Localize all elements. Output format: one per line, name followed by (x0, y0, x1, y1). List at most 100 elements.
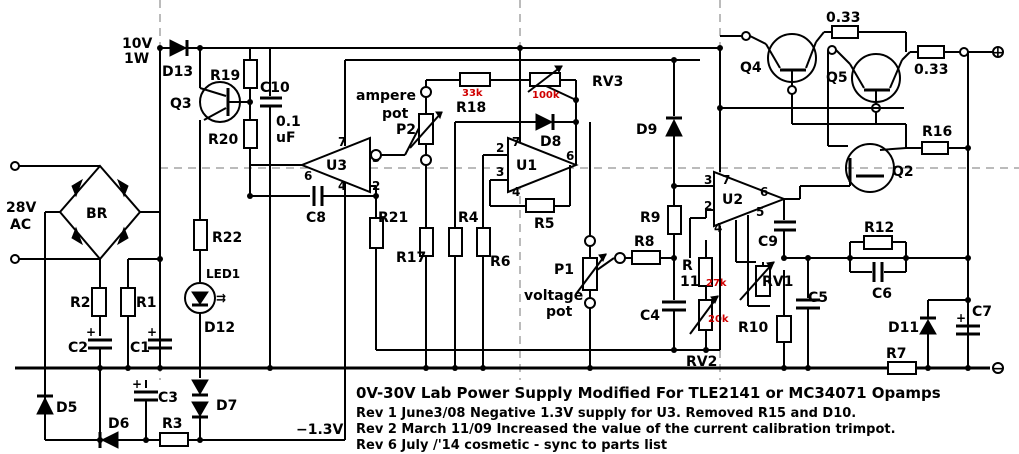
zener-power-label: 1W (124, 51, 149, 67)
u3-label: U3 (326, 158, 347, 174)
resistor-r5[interactable]: R5 (525, 198, 555, 232)
driver-network: R16 (717, 45, 968, 155)
r6-label: R6 (490, 254, 511, 270)
c3-label: C3 (158, 390, 178, 406)
ac-in-label-1: 28V (6, 200, 36, 216)
r11-value: 27k (706, 278, 727, 289)
ac-input: 28V AC (6, 161, 100, 264)
voltage-pot-p1[interactable]: P1 voltage pot (524, 122, 632, 368)
voltage-pot-label-2: pot (546, 304, 573, 320)
transistor-q5[interactable]: Q5 (826, 45, 918, 113)
r3-label: R3 (162, 416, 183, 432)
zener-d13: 10V 1W D13 (122, 36, 203, 80)
transistor-q4[interactable]: Q4 (740, 31, 832, 95)
d5-label: D5 (56, 400, 77, 416)
resistor-r8[interactable]: R8 (631, 234, 674, 265)
ac-terminal-bottom[interactable] (10, 254, 20, 264)
u2-label: U2 (722, 192, 743, 208)
u2-pin-7: 7 (722, 173, 730, 187)
notes-block: 0V-30V Lab Power Supply Modified For TLE… (356, 384, 941, 453)
bridge-diode-icon (71, 178, 83, 198)
resistor-r17[interactable]: R17 (396, 227, 434, 368)
c10-label: C10 (260, 80, 290, 96)
resistor-r2[interactable] (91, 287, 107, 317)
capacitor-c5[interactable]: C5 (796, 258, 828, 368)
opamp-u3[interactable]: U3 7 6 3 2 4 (249, 59, 700, 218)
resistor-r7[interactable]: R7 (886, 346, 917, 375)
resistor-r1[interactable] (120, 287, 136, 317)
resistor-r11[interactable]: R 11 27k (674, 185, 727, 290)
resistor-r9[interactable]: R9 (640, 205, 682, 300)
r8-label: R8 (634, 234, 655, 250)
resistor-r10[interactable]: R10 (738, 270, 792, 368)
neg-supply-label: −1.3V (296, 422, 344, 438)
svg-text:+: + (147, 325, 157, 339)
resistor-r6[interactable]: R6 (476, 227, 511, 368)
p2-label: P2 (396, 122, 416, 138)
resistor-0p33-a[interactable]: 0.33 (826, 10, 906, 39)
output-plus-terminal[interactable] (992, 46, 1004, 58)
ampere-pot-label-2: pot (382, 106, 409, 122)
r10-label: R10 (738, 320, 769, 336)
r11-label-1: R (682, 258, 693, 274)
p1-label: P1 (554, 262, 574, 278)
resistor-r16[interactable] (921, 141, 949, 155)
capacitor-c7[interactable]: + C7 (956, 300, 992, 336)
r11-label-2: 11 (680, 274, 699, 290)
u2-pin-3: 3 (704, 173, 712, 187)
d6-label: D6 (108, 416, 129, 432)
d11-label: D11 (888, 320, 919, 336)
d9-label: D9 (636, 122, 657, 138)
capacitor-c8[interactable]: C8 (247, 186, 376, 226)
r19-label: R19 (210, 68, 240, 84)
diode-d5-icon[interactable] (36, 396, 54, 415)
q5-label: Q5 (826, 70, 848, 86)
d12-label: D12 (204, 320, 235, 336)
d7-label: D7 (216, 398, 237, 414)
resistor-0p33-b[interactable]: 0.33 (914, 45, 968, 78)
output-minus-terminal[interactable] (992, 362, 1004, 374)
diode-d6-icon[interactable] (100, 431, 119, 449)
ampere-pot-p2[interactable]: ampere pot P2 (356, 79, 460, 228)
res-a-value: 0.33 (826, 10, 861, 26)
u1-pin-3: 3 (496, 165, 504, 179)
resistor-r3[interactable] (159, 432, 189, 447)
diode-d9[interactable]: D9 (636, 60, 683, 206)
resistor-r12[interactable] (863, 235, 893, 250)
c10-value-1: 0.1 (276, 114, 301, 130)
resistor-r18[interactable]: 33k R18 (456, 72, 530, 116)
trimpot-rv1[interactable]: RV1 (739, 261, 793, 301)
resistor-r21[interactable]: R21 (369, 210, 720, 351)
trimpot-rv3[interactable]: 100k RV3 (527, 65, 623, 103)
u1-pin-6: 6 (566, 149, 574, 163)
trimpot-rv2[interactable]: 20k RV2 (671, 286, 729, 370)
diode-d7a-icon[interactable] (191, 379, 209, 396)
opamp-u1[interactable]: U1 7 3 2 6 4 (482, 48, 579, 228)
bridge-rectifier: BR (44, 164, 160, 392)
resistor-r20[interactable] (243, 119, 258, 149)
r4-label: R4 (458, 210, 479, 226)
output-minus-label: − (992, 361, 1004, 377)
rv2-label: RV2 (686, 354, 717, 370)
output-plus-label: + (992, 45, 1004, 61)
c9-label: C9 (758, 234, 778, 250)
u1-pin-2: 2 (496, 141, 504, 155)
transistor-q2[interactable]: Q2 (845, 143, 914, 193)
zener-d13-icon[interactable] (169, 39, 188, 57)
capacitor-c4[interactable]: C4 (640, 300, 686, 350)
r1-label: R1 (136, 295, 157, 311)
capacitor-c10[interactable]: C10 0.1 uF (260, 48, 301, 368)
diode-d8[interactable]: D8 (454, 100, 579, 228)
diode-d11[interactable]: D11 (888, 299, 968, 368)
ac-terminal-top[interactable] (10, 161, 20, 171)
revision-1: Rev 1 June3/08 Negative 1.3V supply for … (356, 406, 856, 421)
diode-d7b-icon[interactable] (191, 401, 209, 418)
resistor-r19[interactable] (243, 59, 258, 89)
r18-label: R18 (456, 100, 486, 116)
resistor-r22[interactable] (193, 219, 208, 251)
capacitor-c9[interactable]: C9 (758, 199, 796, 258)
c1-label: C1 (130, 340, 150, 356)
resistor-r4[interactable]: R4 (448, 210, 479, 368)
